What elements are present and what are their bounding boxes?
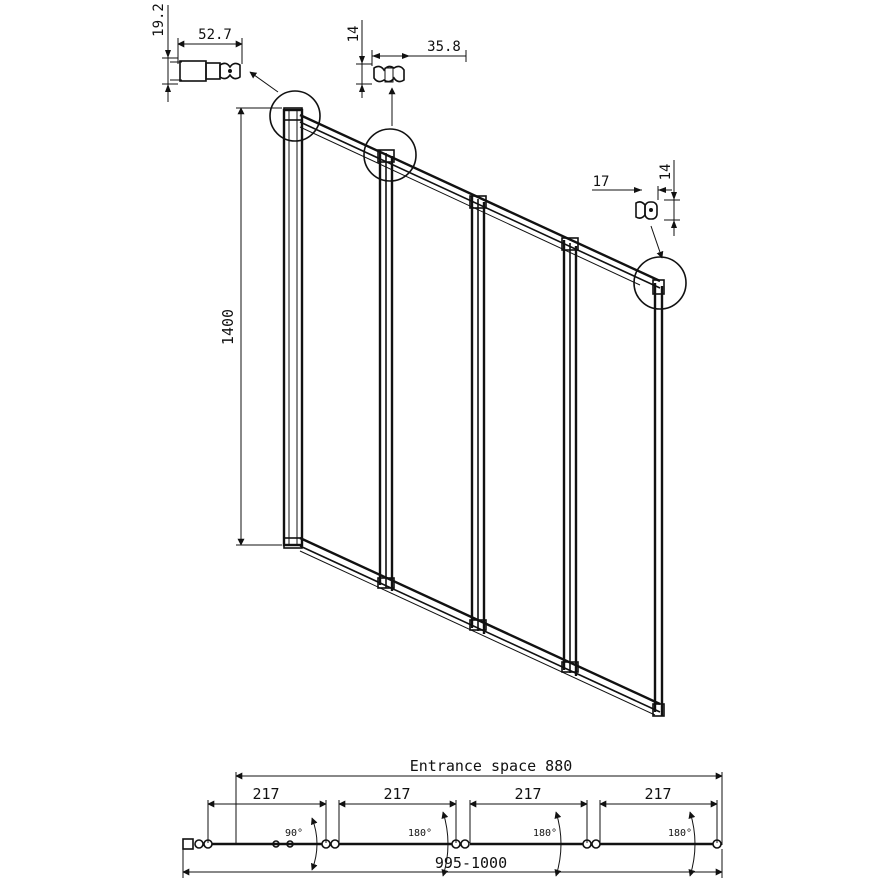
panel-profile-3 bbox=[561, 237, 579, 676]
panel-width-3: 217 bbox=[514, 785, 541, 803]
panel-profile-1 bbox=[377, 149, 395, 591]
angle-label-2: 180° bbox=[408, 828, 432, 839]
angle-label-3: 180° bbox=[533, 828, 557, 839]
plan-view: Entrance space 880 217 217 217 217 bbox=[182, 757, 723, 878]
panel-width-1: 217 bbox=[252, 785, 279, 803]
rotation-indicators: 90° 180° 180° 180° bbox=[285, 811, 696, 877]
panel-profile-end bbox=[652, 279, 665, 717]
panel-dimensions: 217 217 217 217 bbox=[207, 785, 718, 843]
detail-circle-right bbox=[633, 256, 687, 310]
bottom-rail bbox=[299, 536, 661, 716]
detail-top-left: 19.2 52.7 bbox=[151, 3, 279, 102]
top-rail bbox=[299, 113, 661, 289]
detail-circle-top-left bbox=[269, 90, 321, 142]
panel-width-4: 217 bbox=[644, 785, 671, 803]
overall-dimension-label: 995-1000 bbox=[435, 854, 507, 872]
elevation-view: 1400 19.2 52.7 bbox=[151, 3, 687, 717]
detail-top-left-height: 19.2 bbox=[151, 3, 167, 37]
height-dimension-label: 1400 bbox=[219, 309, 237, 345]
detail-top-mid-width: 35.8 bbox=[427, 39, 461, 55]
entrance-dimension: Entrance space 880 bbox=[235, 757, 723, 845]
detail-top-mid: 14 35.8 bbox=[346, 20, 467, 126]
detail-right: 17 14 bbox=[592, 160, 680, 259]
detail-right-width: 17 bbox=[593, 174, 610, 190]
wall-profile bbox=[282, 107, 304, 549]
detail-top-mid-height: 14 bbox=[346, 26, 362, 43]
entrance-label: Entrance space 880 bbox=[410, 757, 573, 775]
height-dimension: 1400 bbox=[219, 107, 282, 546]
angle-label-4: 180° bbox=[668, 828, 692, 839]
detail-circle-top-mid bbox=[363, 128, 417, 182]
panel-profile-2 bbox=[469, 195, 487, 634]
overall-dimension: 995-1000 bbox=[182, 849, 723, 878]
panel-width-2: 217 bbox=[383, 785, 410, 803]
plan-panels bbox=[182, 838, 722, 850]
angle-label-1: 90° bbox=[285, 828, 303, 839]
detail-right-height: 14 bbox=[658, 164, 674, 181]
detail-top-left-width: 52.7 bbox=[198, 27, 232, 43]
